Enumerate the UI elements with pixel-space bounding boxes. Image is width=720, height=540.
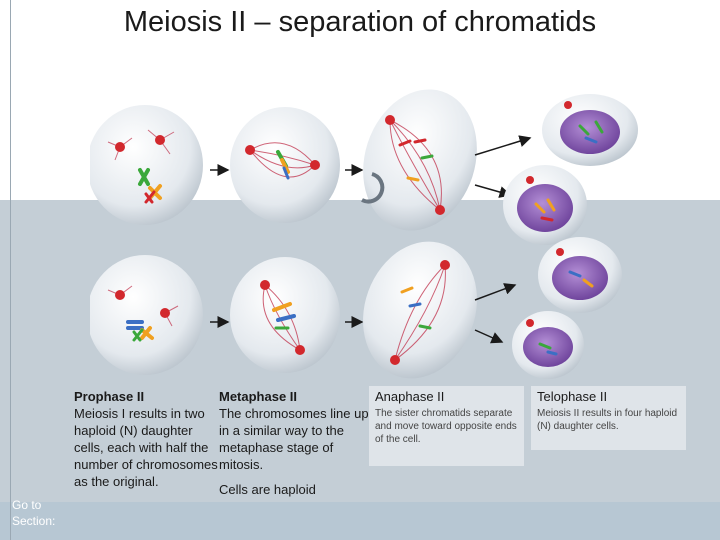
prophase-cell-bottom: [90, 255, 203, 375]
telophase-panel: Telophase II Meiosis II results in four …: [531, 386, 686, 450]
left-divider: [10, 0, 11, 540]
anaphase-cell-bottom: [363, 241, 477, 379]
telophase-cell-3: [538, 237, 622, 313]
telophase-cell-1: [542, 94, 638, 166]
anaphase-text: The sister chromatids separate and move …: [375, 408, 517, 445]
telophase-text: Meiosis II results in four haploid (N) d…: [537, 408, 678, 432]
footer-band: [0, 502, 720, 540]
slide-title: Meiosis II – separation of chromatids: [123, 6, 597, 38]
metaphase-title: Metaphase II: [219, 389, 298, 404]
metaphase-cell-bottom: [230, 257, 340, 373]
section-label: Section:: [12, 514, 56, 528]
go-to-section-link[interactable]: Go to Section:: [12, 497, 55, 529]
anaphase-title: Anaphase II: [375, 389, 445, 404]
anaphase-cell-top: [361, 89, 477, 231]
prophase-cell-top: [90, 105, 203, 225]
anaphase-panel: Anaphase II The sister chromatids separa…: [369, 386, 524, 466]
metaphase-cell-top: [230, 107, 340, 223]
telophase-cell-4: [512, 311, 584, 379]
telophase-cell-2: [503, 165, 587, 245]
metaphase-note: Cells are haploid: [219, 482, 316, 497]
prophase-text: Meiosis I results in two haploid (N) dau…: [74, 406, 218, 489]
prophase-title: Prophase II: [74, 389, 145, 404]
go-to-label: Go to: [12, 498, 42, 512]
telophase-title: Telophase II: [537, 389, 608, 404]
metaphase-caption: Metaphase II The chromosomes line up in …: [219, 388, 369, 498]
prophase-caption: Prophase II Meiosis I results in two hap…: [74, 388, 220, 490]
metaphase-text: The chromosomes line up in a similar way…: [219, 406, 369, 472]
meiosis-ii-illustration: [90, 89, 638, 379]
